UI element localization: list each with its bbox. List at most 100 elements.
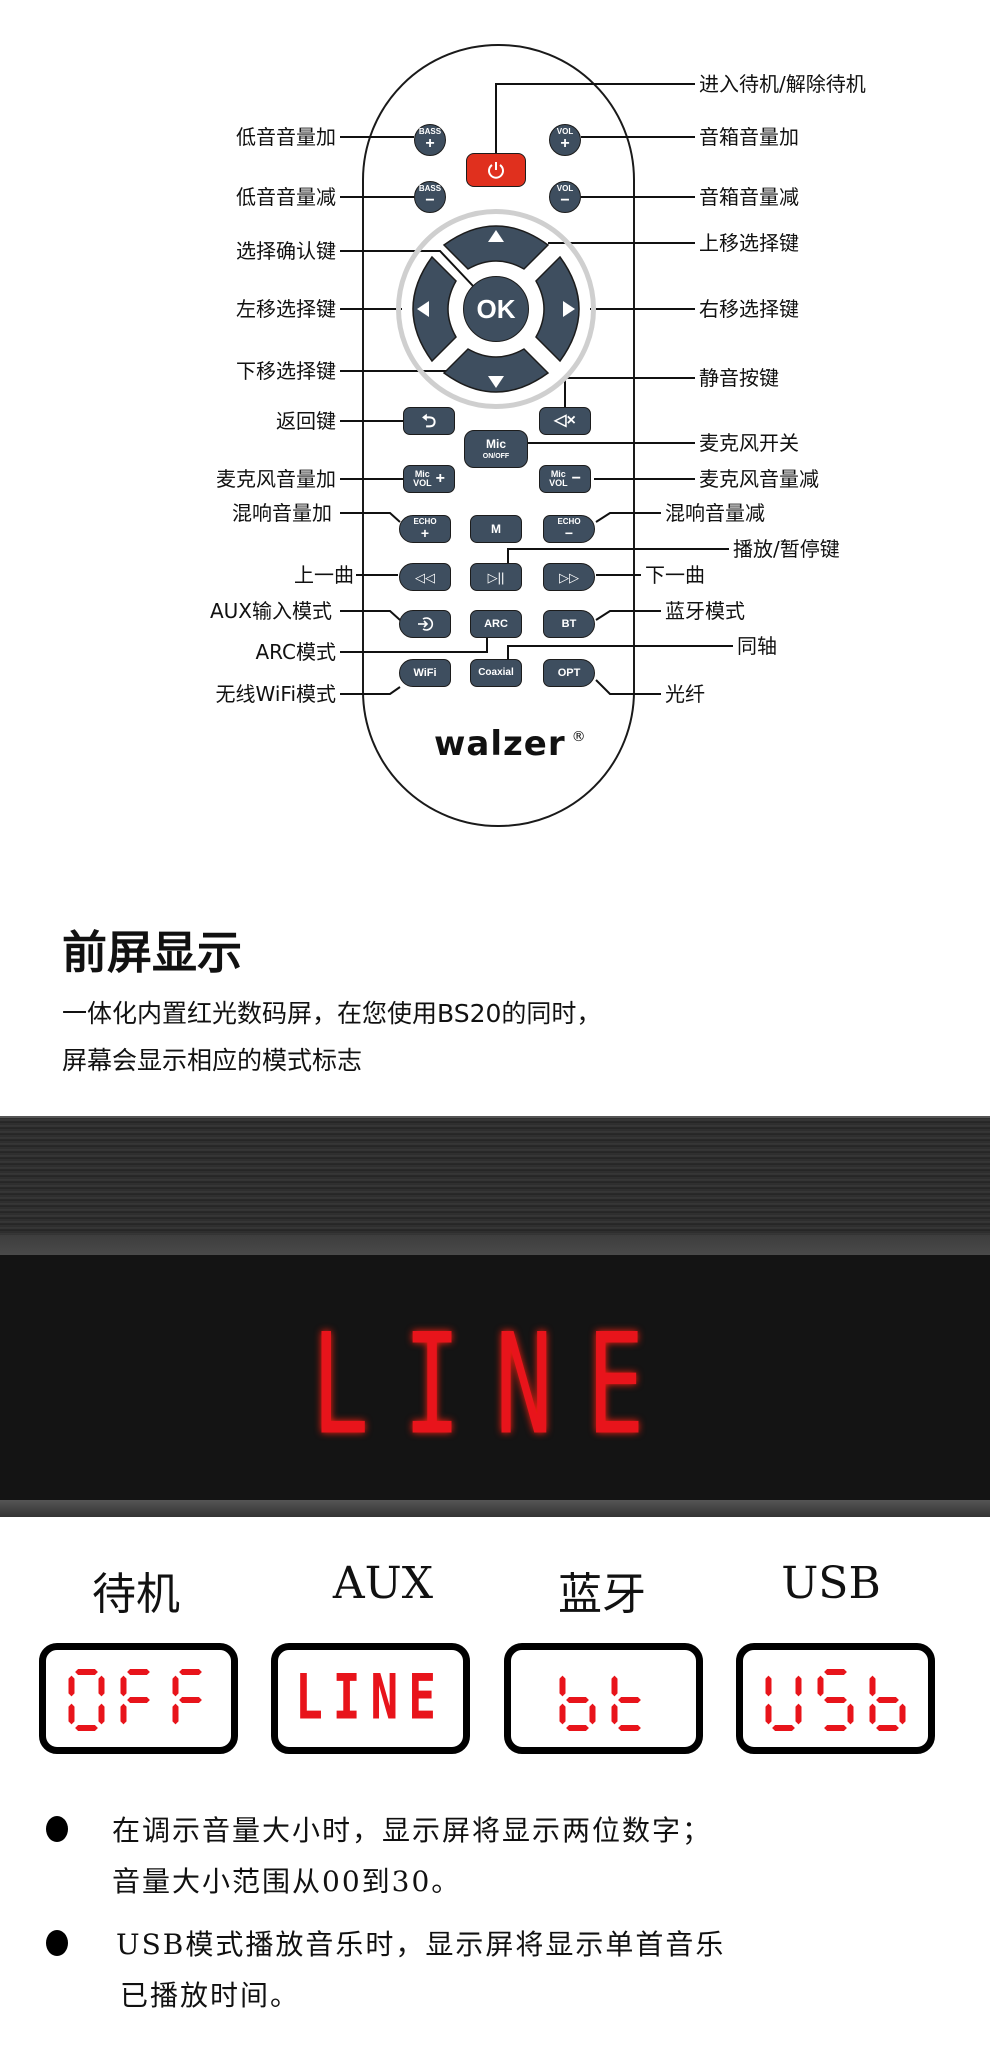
down-button[interactable] (442, 348, 550, 393)
button-label: VOL (556, 127, 574, 136)
label-up: 上移选择键 (699, 231, 799, 255)
leader-line (507, 548, 729, 563)
registered-mark: ® (571, 729, 587, 745)
vol-plus-button[interactable]: VOL+ (549, 124, 581, 156)
label-echo-minus: 混响音量减 (665, 501, 765, 525)
fast-forward-icon: ▷▷ (559, 569, 579, 585)
led-segment (869, 1675, 876, 1697)
leader-line (495, 83, 695, 153)
button-sublabel: ON/OFF (482, 453, 510, 460)
button-label: Mic (414, 469, 430, 479)
coaxial-button[interactable]: Coaxial (470, 659, 522, 687)
led-segment (179, 1669, 202, 1675)
plus-icon: + (420, 525, 430, 541)
bass-plus-button[interactable]: BASS+ (414, 124, 446, 156)
mode-label-bluetooth: 蓝牙 (558, 1569, 646, 1620)
led-segment (618, 1725, 641, 1731)
up-arrow-icon (488, 230, 504, 242)
label-next: 下一曲 (645, 563, 705, 587)
mute-button[interactable]: ◁× (539, 407, 591, 435)
prev-button[interactable]: ◁◁ (399, 563, 451, 591)
soundbar-image: LINE (0, 1116, 990, 1517)
back-button[interactable]: ⮌ (403, 407, 455, 435)
button-label: Mic (485, 437, 506, 451)
led-digits (559, 1675, 641, 1731)
label-bass-minus: 低音音量减 (236, 185, 336, 209)
minus-icon: − (564, 525, 574, 541)
bass-minus-button[interactable]: BASS− (414, 181, 446, 213)
play-pause-button[interactable]: ▷|| (470, 563, 522, 591)
label-vol-minus: 音箱音量减 (699, 185, 799, 209)
label-bass-plus: 低音音量加 (236, 125, 336, 149)
label-aux: AUX输入模式 (209, 599, 332, 623)
next-button[interactable]: ▷▷ (543, 563, 595, 591)
rewind-icon: ◁◁ (415, 569, 435, 585)
led-segment (120, 1675, 127, 1697)
button-sublabel: VOL (413, 478, 432, 488)
label-mic-onoff: 麦克风开关 (699, 431, 799, 455)
plus-icon: + (435, 470, 445, 487)
label-play-pause: 播放/暂停键 (733, 537, 840, 561)
led-segment (876, 1725, 899, 1731)
led-segment (589, 1703, 596, 1725)
wifi-button[interactable]: WiFi (399, 659, 451, 687)
label-mic-vol-minus: 麦克风音量减 (699, 467, 819, 491)
leader-line (340, 686, 401, 695)
led-segment (75, 1669, 98, 1675)
led-segment (765, 1703, 772, 1725)
echo-plus-button[interactable]: ECHO+ (399, 515, 451, 543)
led-segment (824, 1697, 847, 1703)
note-text: 在调示音量大小时，显示屏将显示两位数字； (112, 1814, 713, 1847)
echo-minus-button[interactable]: ECHO− (543, 515, 595, 543)
label-right: 右移选择键 (699, 297, 799, 321)
leader-line (595, 679, 661, 695)
play-pause-icon: ▷|| (487, 569, 505, 585)
bullet-icon (46, 1816, 68, 1842)
m-button[interactable]: M (470, 515, 522, 543)
mode-label-standby: 待机 (92, 1569, 180, 1620)
soundbar-top (0, 1116, 990, 1255)
led-segment (559, 1675, 566, 1697)
minus-icon: − (425, 192, 435, 209)
arc-button[interactable]: ARC (470, 610, 522, 638)
label-left: 左移选择键 (236, 297, 336, 321)
mode-label-usb: USB (781, 1558, 881, 1609)
leader-line (595, 512, 661, 523)
leader-line (507, 645, 733, 659)
dpad (412, 225, 580, 393)
bt-button[interactable]: BT (543, 610, 595, 638)
left-button[interactable] (412, 255, 457, 363)
label-opt: 光纤 (665, 682, 705, 706)
down-arrow-icon (488, 376, 504, 388)
label-prev: 上一曲 (294, 563, 354, 587)
aux-button[interactable] (399, 610, 451, 638)
led-segment (120, 1703, 127, 1725)
note-text: 已播放时间。 (120, 1979, 301, 2012)
led-segment (765, 1675, 772, 1697)
minus-icon: − (571, 470, 581, 487)
power-icon (488, 162, 504, 179)
brand-name: walzer (434, 724, 566, 764)
ok-button[interactable]: OK (463, 276, 529, 342)
up-button[interactable] (442, 225, 550, 270)
leader-line (340, 512, 401, 523)
led-segment (876, 1697, 899, 1703)
label-arc: ARC模式 (255, 640, 336, 664)
label-down: 下移选择键 (236, 359, 336, 383)
led-segment (618, 1697, 641, 1703)
button-label: BASS (418, 184, 442, 193)
led-digits: LINE (295, 1660, 446, 1734)
button-label: Mic (550, 469, 566, 479)
label-mute: 静音按键 (699, 366, 779, 390)
vol-minus-button[interactable]: VOL− (549, 181, 581, 213)
led-segment (611, 1703, 618, 1725)
plus-icon: + (425, 135, 435, 152)
right-button[interactable] (535, 255, 580, 363)
opt-button[interactable]: OPT (543, 659, 595, 687)
mode-label-aux: AUX (332, 1558, 434, 1609)
description-line: 一体化内置红光数码屏，在您使用BS20的同时， (62, 999, 602, 1028)
power-button[interactable] (466, 153, 526, 187)
